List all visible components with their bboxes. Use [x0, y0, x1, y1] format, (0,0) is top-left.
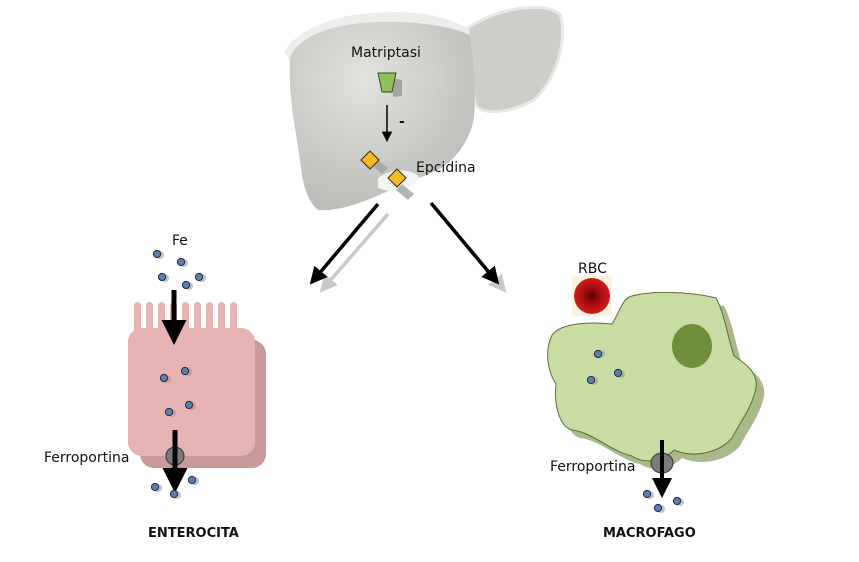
iron-particle — [187, 475, 199, 485]
enterocyte: Fe Ferroportina ENTEROCITA — [44, 233, 266, 541]
iron-particle — [194, 272, 206, 282]
right-arrow-black — [429, 201, 500, 285]
hepcidin-action-arrows — [309, 201, 507, 293]
iron-particle — [157, 272, 169, 282]
iron-particle — [176, 257, 188, 267]
iron-particle — [586, 375, 598, 385]
left-arrow-grey — [319, 212, 390, 293]
iron-particle — [181, 280, 193, 290]
enterocyte-body — [128, 328, 255, 456]
liver-right-lobe — [466, 5, 564, 114]
matriptase-label: Matriptasi — [351, 45, 421, 61]
enterocyte-label: ENTEROCITA — [148, 526, 239, 541]
iron-particle — [169, 489, 181, 499]
ferroportin-label-enterocyte: Ferroportina — [44, 450, 129, 466]
hepcidin-shadow-2 — [396, 184, 414, 200]
iron-particle — [184, 400, 196, 410]
left-arrow-black — [309, 202, 380, 285]
inhibition-sign: - — [399, 114, 405, 130]
rbc-label: RBC — [578, 261, 607, 277]
liver: Matriptasi - Epcidina — [284, 5, 564, 211]
iron-particles-enterocyte — [150, 249, 206, 499]
matriptase-shadow — [392, 78, 402, 97]
iron-particle — [672, 496, 684, 506]
hepcidin-label: Epcidina — [416, 160, 476, 176]
matriptase-icon — [377, 72, 397, 93]
iron-particle — [152, 249, 164, 259]
iron-particle — [613, 368, 625, 378]
iron-particle — [642, 489, 654, 499]
iron-particles-macrophage — [586, 349, 684, 513]
iron-particle — [159, 373, 171, 383]
macrophage: RBC Ferroportina MACROFAGO — [547, 261, 765, 541]
iron-particle — [653, 503, 665, 513]
hepcidin-icon-1 — [360, 150, 380, 170]
rbc-icon — [574, 278, 610, 314]
macrophage-nucleus — [672, 324, 712, 368]
macrophage-label: MACROFAGO — [603, 526, 696, 541]
liver-main-lobe — [289, 21, 475, 211]
ferroportin-label-macrophage: Ferroportina — [550, 459, 635, 475]
iron-particle — [593, 349, 605, 359]
hepcidin-icon-2 — [387, 168, 407, 188]
iron-particle — [164, 407, 176, 417]
iron-label: Fe — [172, 233, 188, 249]
iron-particle — [150, 482, 162, 492]
iron-particle — [180, 366, 192, 376]
